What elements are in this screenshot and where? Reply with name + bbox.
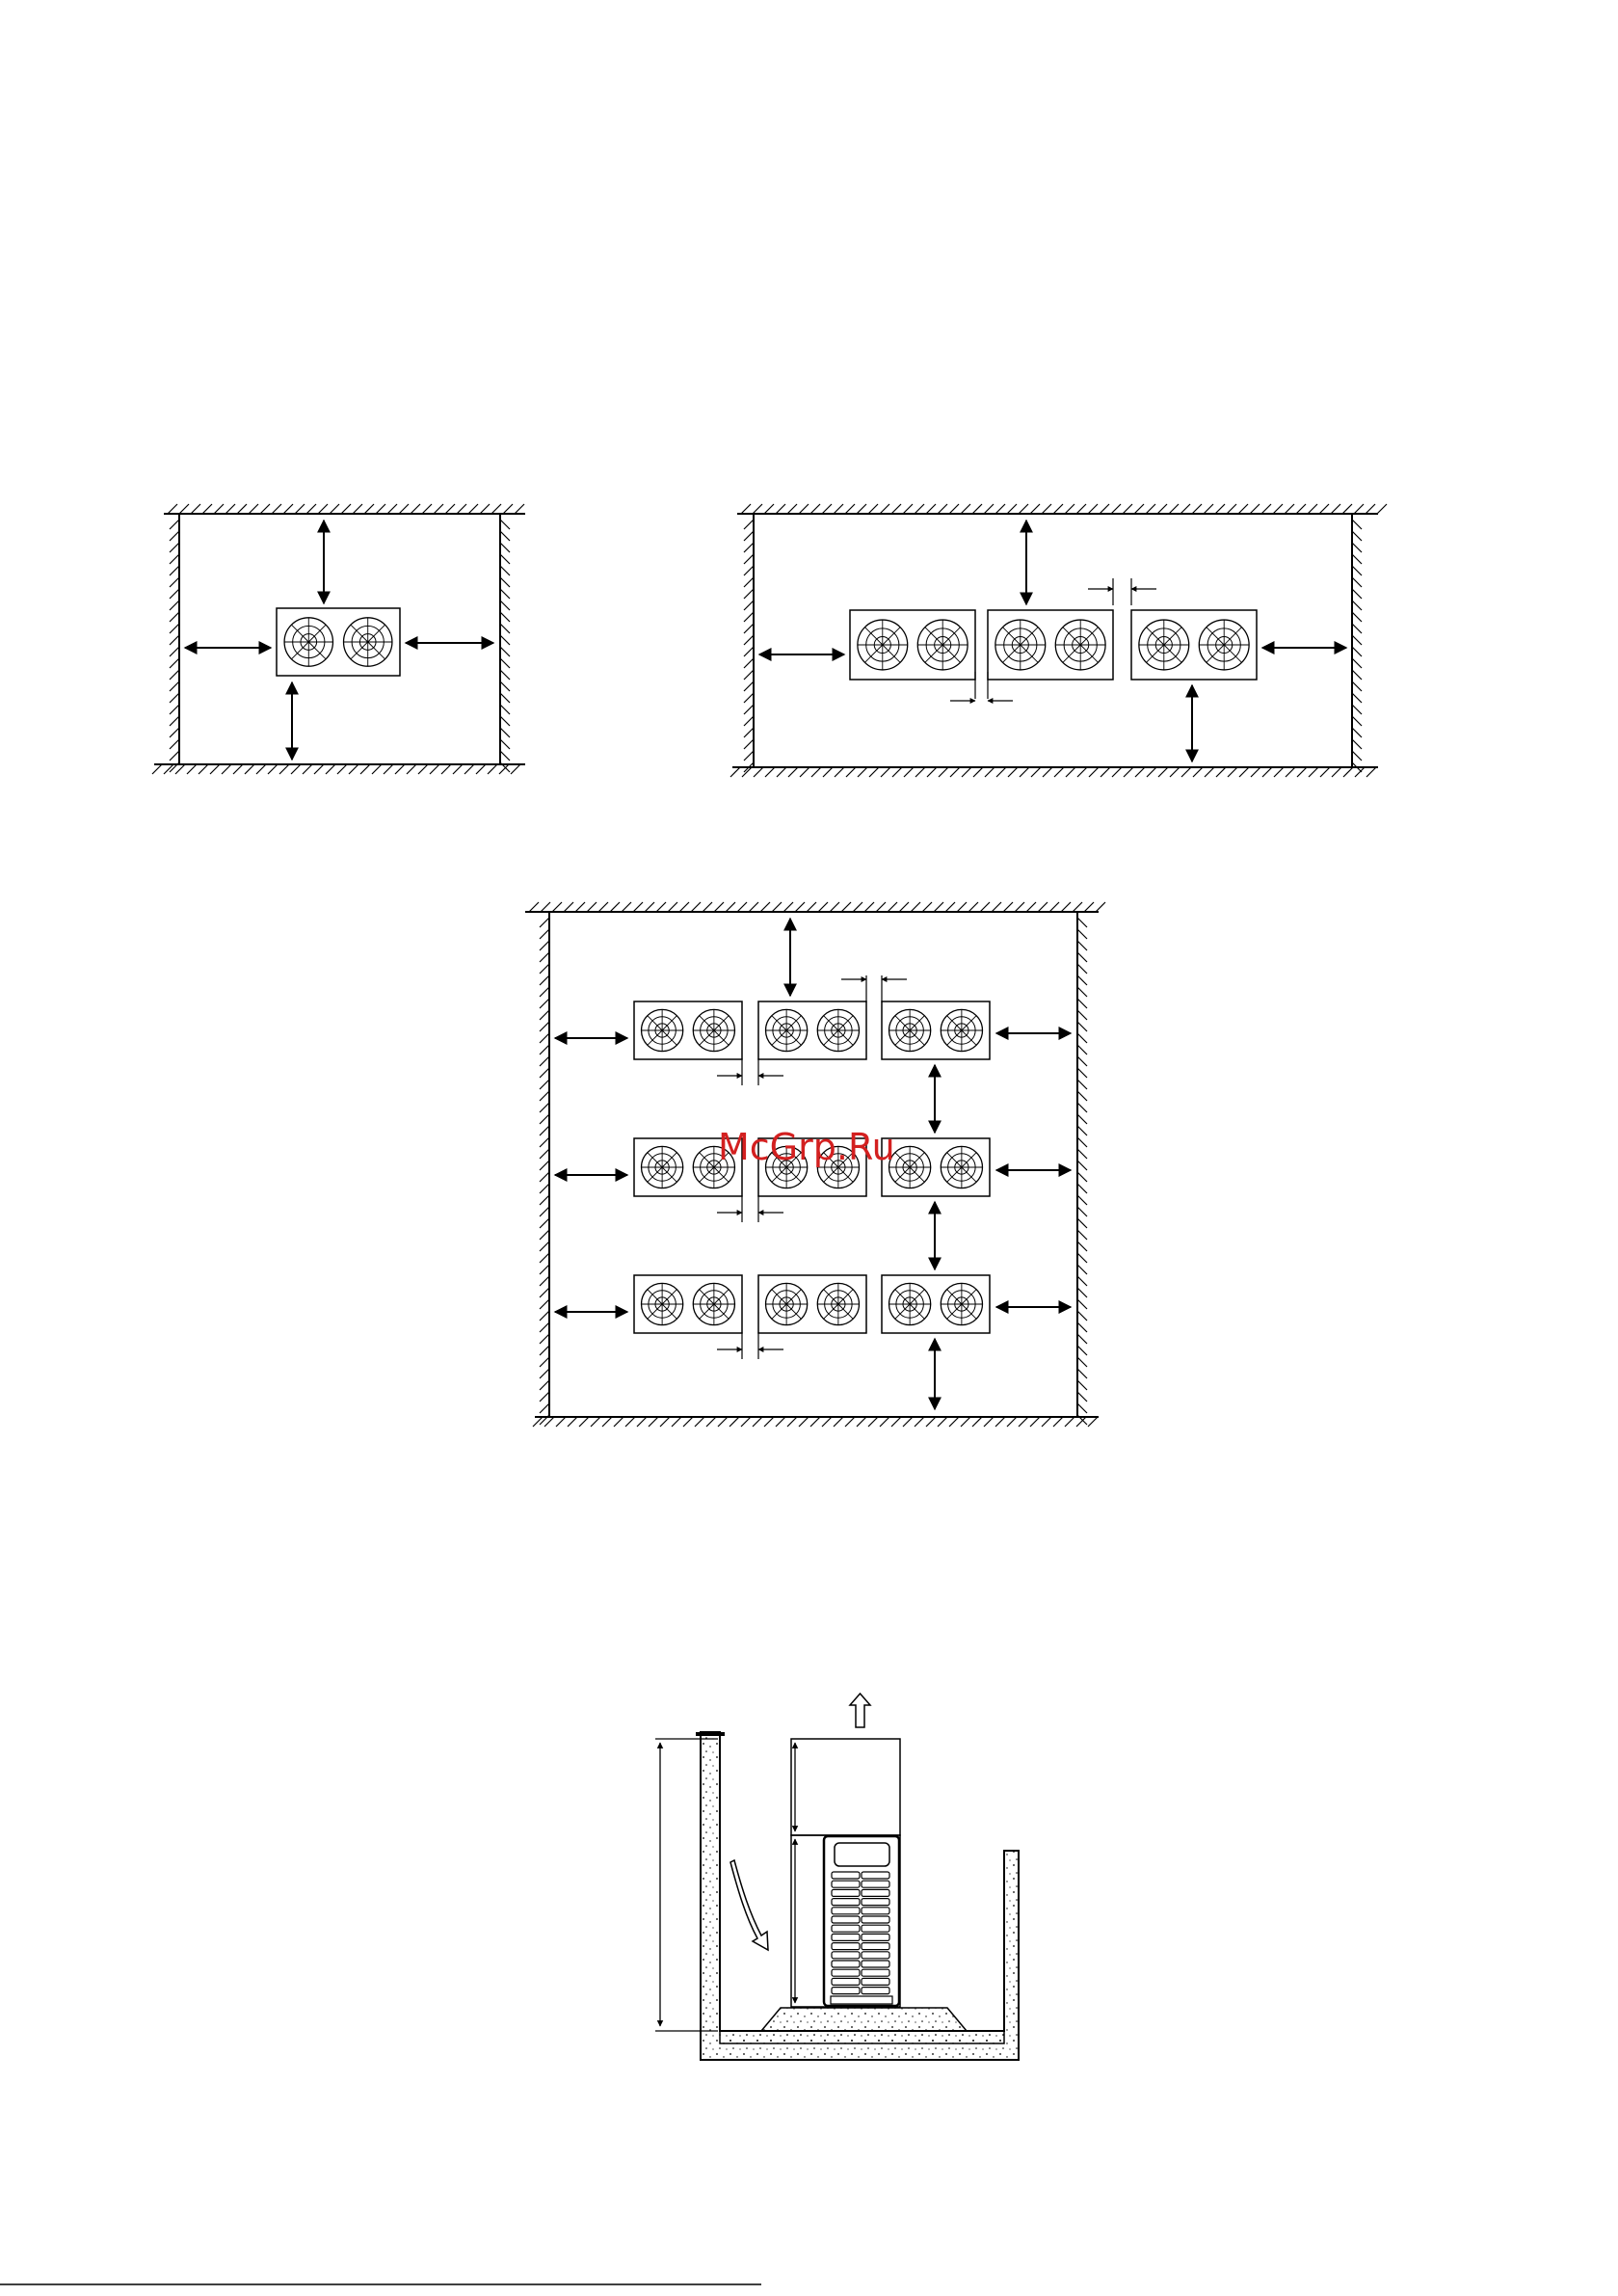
fan-icon: [889, 1009, 931, 1051]
right-wall: [1352, 514, 1362, 772]
grille-slat: [862, 1872, 889, 1879]
unit-feet: [831, 1996, 892, 2004]
outdoor-unit: [758, 1001, 866, 1059]
unit-panel: [835, 1843, 889, 1866]
grille-slat: [832, 1872, 860, 1879]
grille-slat: [862, 1889, 889, 1896]
grille-slat: [862, 1961, 889, 1967]
pit-installation-diagram: [655, 1694, 1019, 2060]
fan-icon: [642, 1009, 683, 1051]
grille-slat: [862, 1908, 889, 1914]
fan-icon: [941, 1283, 982, 1324]
gap-indicator: [717, 1332, 783, 1359]
outdoor-unit: [634, 1275, 742, 1333]
right-wall: [500, 514, 510, 772]
grille-slat: [832, 1881, 860, 1887]
concrete-base: [720, 2008, 1004, 2043]
outdoor-unit-front: [824, 1836, 899, 2006]
fan-icon: [642, 1283, 683, 1324]
fan-icon: [766, 1009, 808, 1051]
fan-icon: [889, 1283, 931, 1324]
outdoor-unit: [988, 610, 1113, 680]
gap-indicator: [1088, 578, 1156, 605]
fan-icon: [693, 1009, 734, 1051]
grille-slat: [862, 1952, 889, 1959]
fan-icon: [284, 618, 332, 666]
outdoor-unit: [850, 610, 975, 680]
grille-slat: [862, 1943, 889, 1950]
floor-wall: [730, 767, 1378, 777]
outdoor-unit: [882, 1001, 990, 1059]
fan-icon: [1139, 620, 1189, 670]
gap-indicator: [717, 1195, 783, 1222]
grille-slat: [862, 1881, 889, 1887]
fan-icon: [817, 1009, 859, 1051]
grille-slat: [832, 1952, 860, 1959]
grille-slat: [862, 1925, 889, 1932]
grille-slat: [832, 1969, 860, 1976]
grille-slat: [862, 1934, 889, 1940]
grille-slat: [832, 1934, 860, 1940]
grille-slat: [862, 1899, 889, 1906]
fan-icon: [766, 1283, 808, 1324]
three-units-row-clearance-diagram: [730, 504, 1387, 777]
grille-slat: [832, 1889, 860, 1896]
floor-wall: [152, 764, 525, 774]
fan-icon: [693, 1283, 734, 1324]
left-wall: [170, 514, 179, 772]
ceiling-wall: [737, 504, 1387, 514]
gap-indicator: [841, 975, 907, 1002]
fan-icon: [1199, 620, 1249, 670]
outdoor-unit: [882, 1275, 990, 1333]
grille-slat: [832, 1899, 860, 1906]
fan-icon: [995, 620, 1046, 670]
left-wall: [744, 514, 754, 772]
outdoor-unit: [277, 608, 400, 676]
right-wall: [1077, 912, 1087, 1425]
fan-icon: [889, 1146, 931, 1188]
outdoor-unit: [882, 1138, 990, 1196]
floor-wall: [533, 1417, 1099, 1427]
grille-slat: [832, 1908, 860, 1914]
watermark-text: McGrp.Ru: [718, 1126, 895, 1168]
grille-slat: [832, 1925, 860, 1932]
fan-icon: [858, 620, 908, 670]
fan-icon: [344, 618, 392, 666]
grille-slat: [832, 1978, 860, 1985]
grille-slat: [862, 1978, 889, 1985]
grille-slat: [862, 1988, 889, 1994]
grille-slat: [832, 1961, 860, 1967]
grille-slat: [832, 1916, 860, 1923]
fan-icon: [817, 1283, 859, 1324]
fan-icon: [917, 620, 968, 670]
grille-slat: [862, 1916, 889, 1923]
grille-slat: [862, 1969, 889, 1976]
curved-arrow-icon: [730, 1860, 768, 1950]
grille-slat: [832, 1988, 860, 1994]
ceiling-wall: [164, 504, 525, 514]
fan-icon: [642, 1146, 683, 1188]
ceiling-wall: [525, 902, 1105, 912]
fan-icon: [941, 1146, 982, 1188]
single-unit-clearance-diagram: [152, 504, 525, 774]
fan-icon: [941, 1009, 982, 1051]
left-wall: [540, 912, 549, 1425]
up-arrow-icon: [850, 1694, 870, 1727]
top-clearance-zone: [791, 1739, 900, 1835]
grille-slat: [832, 1943, 860, 1950]
outdoor-unit: [634, 1001, 742, 1059]
gap-indicator: [717, 1058, 783, 1085]
outdoor-unit: [758, 1275, 866, 1333]
fan-icon: [1055, 620, 1105, 670]
outdoor-unit: [1131, 610, 1257, 680]
